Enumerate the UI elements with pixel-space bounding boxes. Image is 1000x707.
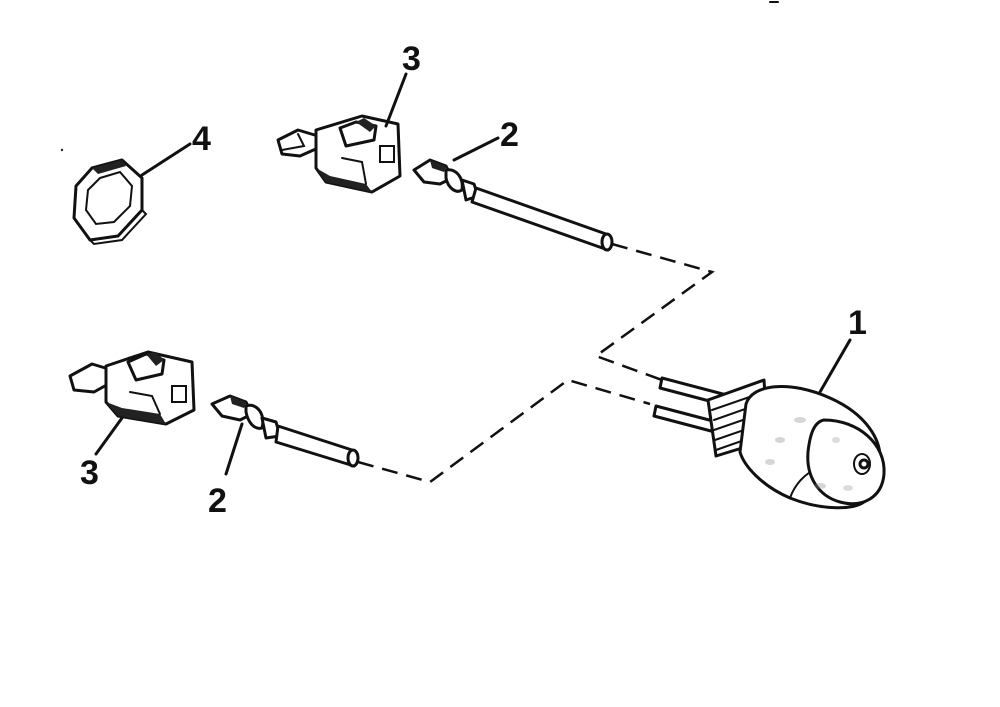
- leader-line-2-lower: [224, 422, 244, 476]
- callout-4: 4: [192, 120, 211, 158]
- scan-speck: [60, 148, 64, 152]
- callout-1: 1: [848, 304, 867, 342]
- leader-line-3-upper: [384, 72, 408, 128]
- callout-2-upper: 2: [500, 116, 519, 154]
- callout-3-upper: 3: [402, 40, 421, 78]
- connector-housing-upper: [276, 114, 402, 194]
- wire-path-lower: [357, 378, 651, 484]
- callout-2-lower: 2: [208, 482, 227, 520]
- connector-housing-lower: [68, 350, 196, 426]
- wire-path-upper: [593, 242, 715, 382]
- leader-line-1: [818, 338, 852, 394]
- leader-line-2-upper: [452, 136, 500, 162]
- hex-nut: [72, 158, 148, 246]
- switch-assembly: [652, 376, 886, 510]
- callout-3-lower: 3: [80, 454, 99, 492]
- leader-line-3-lower: [94, 416, 124, 456]
- leader-line-4: [140, 142, 192, 177]
- terminal-lower: [210, 394, 360, 468]
- terminal-upper: [412, 158, 614, 252]
